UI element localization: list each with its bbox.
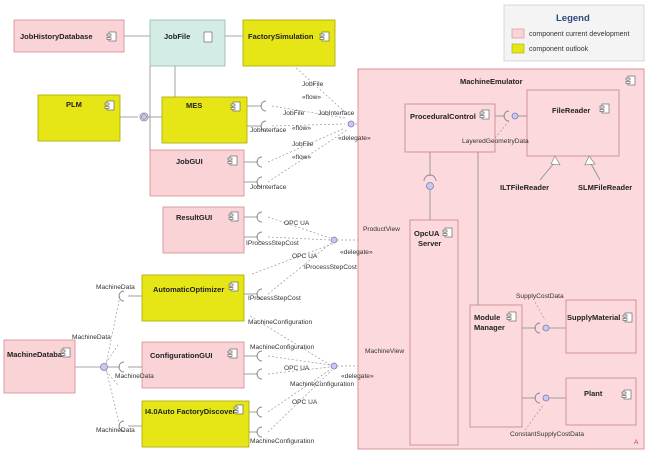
- automatic-optimizer-label: AutomaticOptimizer: [153, 285, 224, 294]
- result-gui-label: ResultGUI: [176, 213, 212, 222]
- conn-machineview: MachineView: [365, 348, 404, 355]
- conn-jobinterface-left: JobInterface: [250, 127, 287, 134]
- ilt-file-reader-label: ILTFileReader: [500, 183, 549, 192]
- component-ilt-file-reader[interactable]: ILTFileReader: [497, 180, 567, 204]
- corner-mark: A: [634, 439, 639, 446]
- conn-productview: ProductView: [363, 226, 400, 233]
- conn-jobfile-mid: JobFile: [283, 110, 305, 117]
- conn-delegate-mid: «delegate»: [340, 249, 373, 256]
- file-reader-label: FileReader: [552, 106, 590, 115]
- legend-item-current: component current development: [529, 31, 629, 38]
- conn-jobinterface-low: JobInterface: [250, 184, 287, 191]
- legend-title: Legend: [556, 13, 590, 24]
- component-configuration-gui[interactable]: ConfigurationGUI: [141, 341, 245, 389]
- conn-machineconfig-2: MachineConfiguration: [250, 344, 314, 351]
- component-job-file[interactable]: JobFile: [149, 19, 226, 67]
- component-file-reader[interactable]: FileReader: [526, 89, 620, 157]
- conn-machinedata-4: MachineData: [96, 427, 135, 434]
- connector-labels: JobFile «flow» JobFile JobInterface JobI…: [72, 81, 584, 445]
- module-manager-label-1: Module: [474, 313, 500, 322]
- conn-constant-supply: ConstantSupplyCostData: [510, 431, 584, 438]
- component-automatic-optimizer[interactable]: AutomaticOptimizer: [141, 274, 245, 322]
- legend-swatch-current: [511, 28, 525, 39]
- opcua-server-label-2: Server: [418, 239, 441, 248]
- conn-machinedata-2: MachineData: [72, 334, 111, 341]
- component-job-gui[interactable]: JobGUI: [149, 149, 245, 197]
- component-factory-simulation[interactable]: FactorySimulation: [242, 19, 336, 67]
- conn-flow-mid: «flow»: [292, 125, 311, 132]
- job-history-database-label: JobHistoryDatabase: [20, 32, 93, 41]
- conn-jobfile-top: JobFile: [302, 81, 324, 88]
- conn-opcua-4: OPC UA: [292, 399, 318, 406]
- conn-flow-low: «flow»: [292, 154, 311, 161]
- conn-layered-geometry: LayeredGeometryData: [462, 138, 529, 145]
- conn-machinedata-3: MachineData: [115, 373, 154, 380]
- conn-supply-cost: SupplyCostData: [516, 293, 564, 300]
- opcua-server-label-1: OpcUA: [414, 229, 440, 238]
- conn-delegate-top: «delegate»: [338, 135, 371, 142]
- wires: [75, 35, 410, 438]
- module-manager-label-2: Manager: [474, 323, 505, 332]
- mes-label: MES: [186, 101, 202, 110]
- conn-opcua-3: OPC UA: [284, 365, 310, 372]
- conn-delegate-low: «delegate»: [341, 373, 374, 380]
- conn-machineconfig-3: MachineConfiguration: [290, 381, 354, 388]
- conn-iprocess-3: IProcessStepCost: [248, 295, 301, 302]
- component-module-manager[interactable]: Module Manager: [469, 304, 523, 428]
- procedural-control-label: ProceduralControl: [410, 112, 476, 121]
- plm-label: PLM: [66, 100, 82, 109]
- machine-database-label: MachineDatabase: [7, 350, 70, 359]
- component-procedural-control[interactable]: ProceduralControl: [404, 103, 496, 153]
- legend-swatch-outlook: [511, 43, 525, 54]
- component-supply-material[interactable]: SupplyMaterial: [565, 299, 637, 354]
- component-plm[interactable]: PLM: [37, 94, 121, 142]
- factory-discover-label: I4.0Auto FactoryDiscover: [145, 407, 236, 416]
- plant-label: Plant: [584, 389, 603, 398]
- slm-file-reader-label: SLMFileReader: [578, 183, 632, 192]
- legend-item-outlook: component outlook: [529, 46, 589, 53]
- conn-flow-top: «flow»: [302, 94, 321, 101]
- supply-material-label: SupplyMaterial: [567, 313, 620, 322]
- machine-emulator-label: MachineEmulator: [460, 77, 523, 86]
- job-gui-label: JobGUI: [176, 157, 203, 166]
- component-plant[interactable]: Plant: [565, 377, 637, 426]
- conn-jobfile-low: JobFile: [292, 141, 314, 148]
- conn-machinedata-1: MachineData: [96, 284, 135, 291]
- component-result-gui[interactable]: ResultGUI: [162, 206, 245, 254]
- conn-machineconfig-4: MachineConfiguration: [250, 438, 314, 445]
- conn-opcua-1: OPC UA: [284, 220, 310, 227]
- conn-iprocess-2: IProcessStepCost: [304, 264, 357, 271]
- emulator-wires: [423, 110, 601, 431]
- component-slm-file-reader[interactable]: SLMFileReader: [572, 180, 638, 204]
- factory-simulation-label: FactorySimulation: [248, 32, 314, 41]
- component-mes[interactable]: MES: [161, 96, 248, 144]
- component-opcua-server[interactable]: OpcUA Server: [409, 219, 459, 446]
- configuration-gui-label: ConfigurationGUI: [150, 351, 213, 360]
- conn-iprocess-1: IProcessStepCost: [246, 240, 299, 247]
- component-machine-database[interactable]: MachineDatabase: [3, 339, 76, 394]
- conn-opcua-2: OPC UA: [292, 253, 318, 260]
- legend: Legend component current development com…: [503, 4, 645, 62]
- job-file-label: JobFile: [164, 32, 190, 41]
- component-factory-discover[interactable]: I4.0Auto FactoryDiscover: [141, 400, 250, 448]
- document-icon: [203, 31, 213, 43]
- component-job-history-database[interactable]: JobHistoryDatabase: [13, 19, 125, 53]
- conn-jobinterface-mid: JobInterface: [318, 110, 355, 117]
- conn-machineconfig-1: MachineConfiguration: [248, 319, 312, 326]
